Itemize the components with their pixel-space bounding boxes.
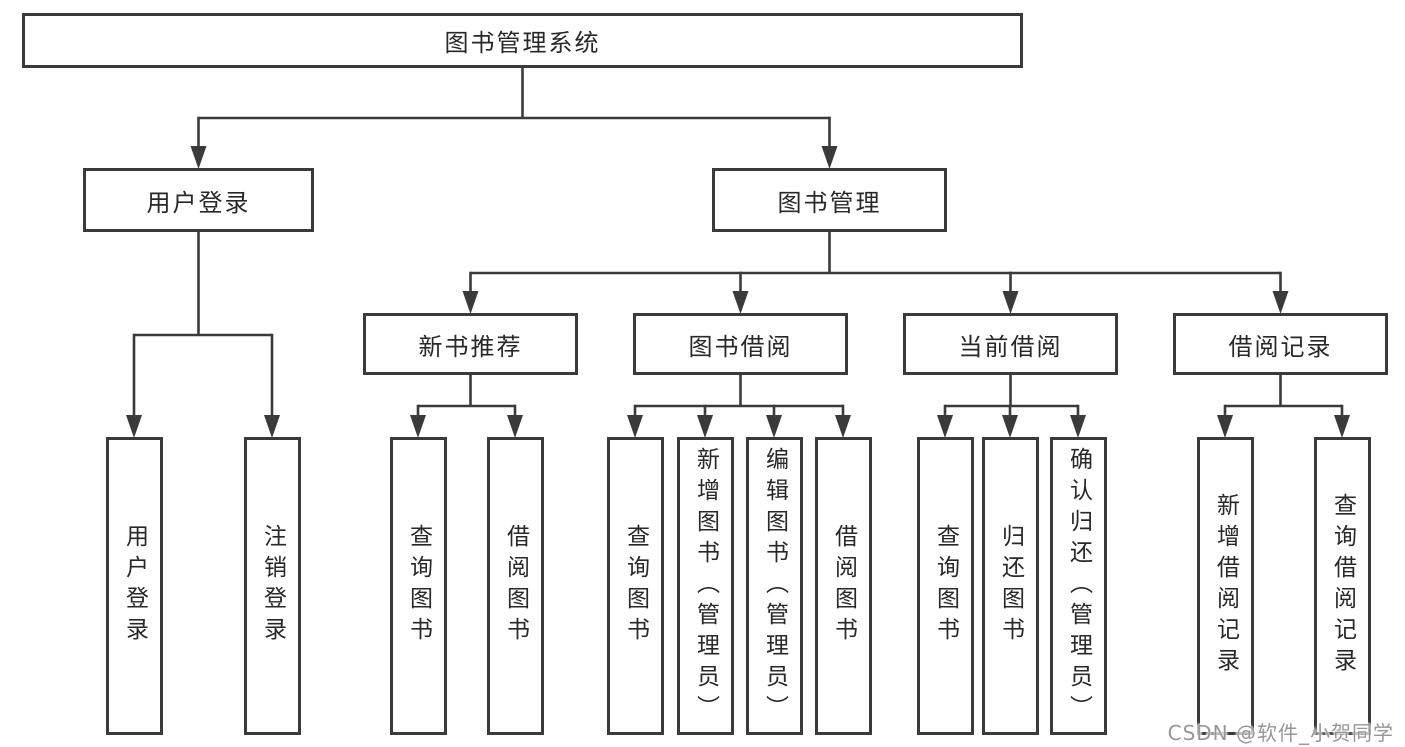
leaf-recommend-borrow-books-label: 借阅图书: [502, 524, 529, 648]
csdn-watermark: CSDN @软件_小贺同学: [1167, 721, 1394, 745]
leaf-current-confirm-return-admin: 确认归还（管理员）: [1049, 437, 1107, 735]
leaf-recommend-query-books: 查询图书: [389, 437, 447, 735]
leaf-logout-label: 注销登录: [259, 524, 286, 648]
leaf-borrow-edit-books-admin: 编辑图书（管理员）: [745, 437, 803, 735]
leaf-borrow-edit-books-admin-label: 编辑图书（管理员）: [761, 446, 788, 726]
leaf-borrow-add-books-admin: 新增图书（管理员）: [676, 437, 734, 735]
node-new-book-recommendation-label: 新书推荐: [418, 332, 523, 361]
leaf-borrow-query-books: 查询图书: [606, 437, 664, 735]
node-new-book-recommendation: 新书推荐: [363, 313, 578, 375]
node-user-login: 用户登录: [83, 168, 314, 232]
leaf-current-return-books: 归还图书: [981, 437, 1039, 735]
leaf-logout: 注销登录: [243, 437, 301, 735]
leaf-current-query-books-label: 查询图书: [932, 524, 959, 648]
node-book-borrowing: 图书借阅: [633, 313, 848, 375]
leaf-borrow-query-books-label: 查询图书: [622, 524, 649, 648]
leaf-user-login: 用户登录: [105, 437, 163, 735]
leaf-borrow-borrow-books: 借阅图书: [814, 437, 872, 735]
node-root-label: 图书管理系统: [444, 29, 601, 57]
leaf-current-return-books-label: 归还图书: [997, 524, 1024, 648]
leaf-records-add-borrow-record: 新增借阅记录: [1196, 437, 1254, 735]
node-current-borrowing: 当前借阅: [903, 313, 1118, 375]
leaf-recommend-borrow-books: 借阅图书: [486, 437, 544, 735]
leaf-records-query-borrow-record: 查询借阅记录: [1313, 437, 1371, 735]
node-book-management: 图书管理: [712, 168, 947, 232]
node-book-borrowing-label: 图书借阅: [688, 332, 793, 361]
leaf-borrow-add-books-admin-label: 新增图书（管理员）: [692, 446, 719, 726]
node-current-borrowing-label: 当前借阅: [958, 332, 1063, 361]
node-book-management-label: 图书管理: [777, 188, 882, 217]
leaf-records-query-borrow-record-label: 查询借阅记录: [1329, 493, 1356, 679]
leaf-current-query-books: 查询图书: [916, 437, 974, 735]
node-root: 图书管理系统: [22, 13, 1023, 68]
node-borrowing-records: 借阅记录: [1173, 313, 1388, 375]
leaf-current-confirm-return-admin-label: 确认归还（管理员）: [1065, 446, 1092, 726]
leaf-records-add-borrow-record-label: 新增借阅记录: [1212, 493, 1239, 679]
leaf-user-login-label: 用户登录: [121, 524, 148, 648]
leaf-borrow-borrow-books-label: 借阅图书: [830, 524, 857, 648]
node-borrowing-records-label: 借阅记录: [1228, 332, 1333, 361]
leaf-recommend-query-books-label: 查询图书: [405, 524, 432, 648]
node-user-login-label: 用户登录: [146, 188, 251, 217]
